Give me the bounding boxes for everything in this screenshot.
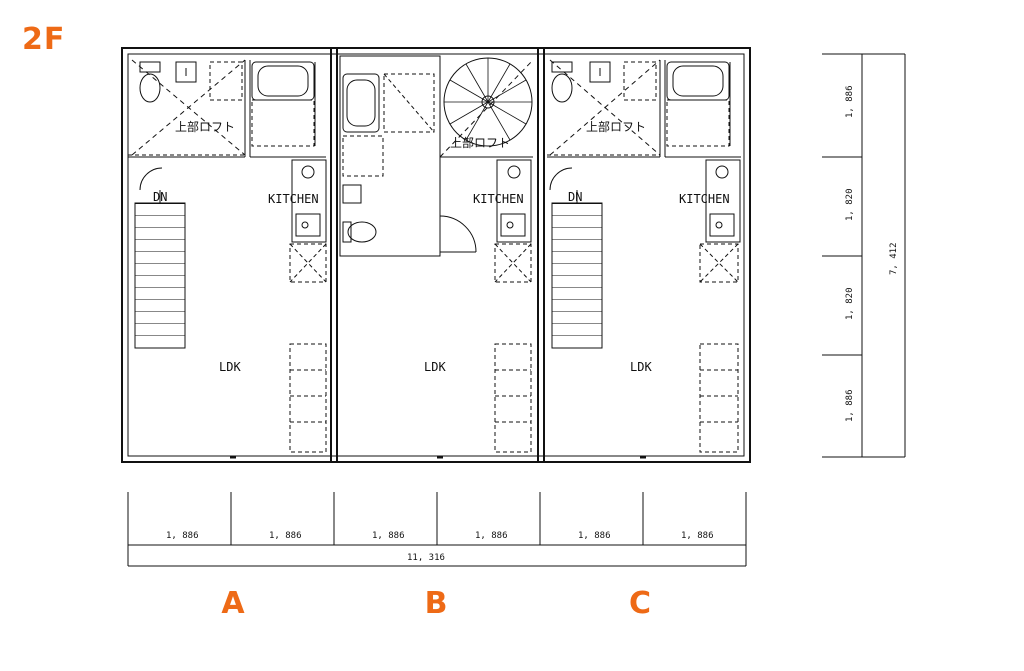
vertical-dimension-lines [822, 53, 906, 458]
dim-h-total: 11, 316 [407, 553, 445, 563]
dim-v-total: 7, 412 [889, 242, 899, 275]
dim-h-4: 1, 886 [475, 531, 508, 541]
dim-h-2: 1, 886 [269, 531, 302, 541]
unit-b-plan [339, 55, 534, 453]
unit-b-kitchen-label: KITCHEN [473, 192, 524, 206]
unit-a-ldk-label: LDK [219, 360, 241, 374]
unit-c-plan [547, 59, 741, 453]
unit-c-loft-label: 上部ロフト [586, 119, 646, 134]
unit-c-dn-label: DN [568, 190, 582, 204]
unit-a-kitchen-label: KITCHEN [268, 192, 319, 206]
unit-c-ldk-label: LDK [630, 360, 652, 374]
dim-h-5: 1, 886 [578, 531, 611, 541]
dim-h-6: 1, 886 [681, 531, 714, 541]
dim-h-3: 1, 886 [372, 531, 405, 541]
unit-c-kitchen-label: KITCHEN [679, 192, 730, 206]
dim-v-3: 1, 820 [845, 287, 855, 320]
outer-walls [121, 47, 751, 463]
unit-a-loft-label: 上部ロフト [175, 119, 235, 134]
dim-v-1: 1, 886 [845, 85, 855, 118]
unit-b-label: B [424, 586, 448, 621]
horizontal-dimension-lines [127, 492, 747, 567]
dim-h-1: 1, 886 [166, 531, 199, 541]
unit-b-loft-label: 上部ロフト [450, 135, 510, 150]
floor-label: 2F [22, 22, 66, 57]
unit-b-ldk-label: LDK [424, 360, 446, 374]
unit-a-label: A [221, 586, 245, 621]
unit-a-plan [128, 59, 327, 453]
dim-v-4: 1, 886 [845, 389, 855, 422]
unit-a-dn-label: DN [153, 190, 167, 204]
dim-v-2: 1, 820 [845, 188, 855, 221]
unit-c-label: C [628, 586, 652, 621]
